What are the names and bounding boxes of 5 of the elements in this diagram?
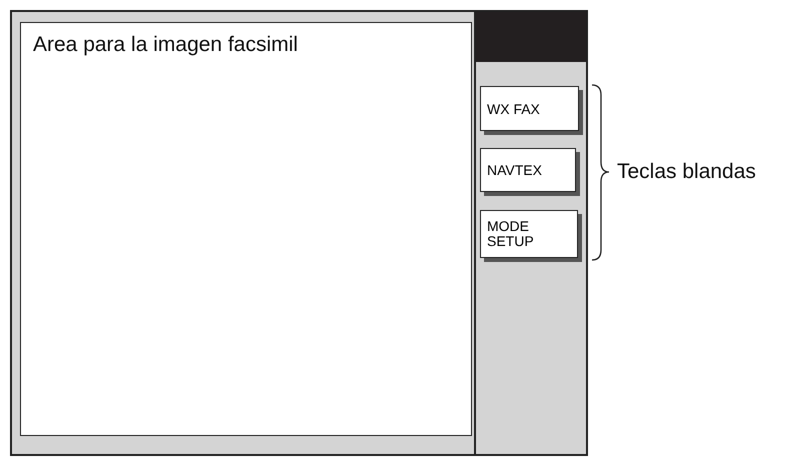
callout-label: Teclas blandas	[617, 160, 756, 184]
header-bar	[476, 12, 586, 62]
side-panel	[474, 12, 586, 454]
screen-frame	[10, 10, 588, 456]
image-area: Area para la imagen facsimil	[20, 22, 472, 436]
